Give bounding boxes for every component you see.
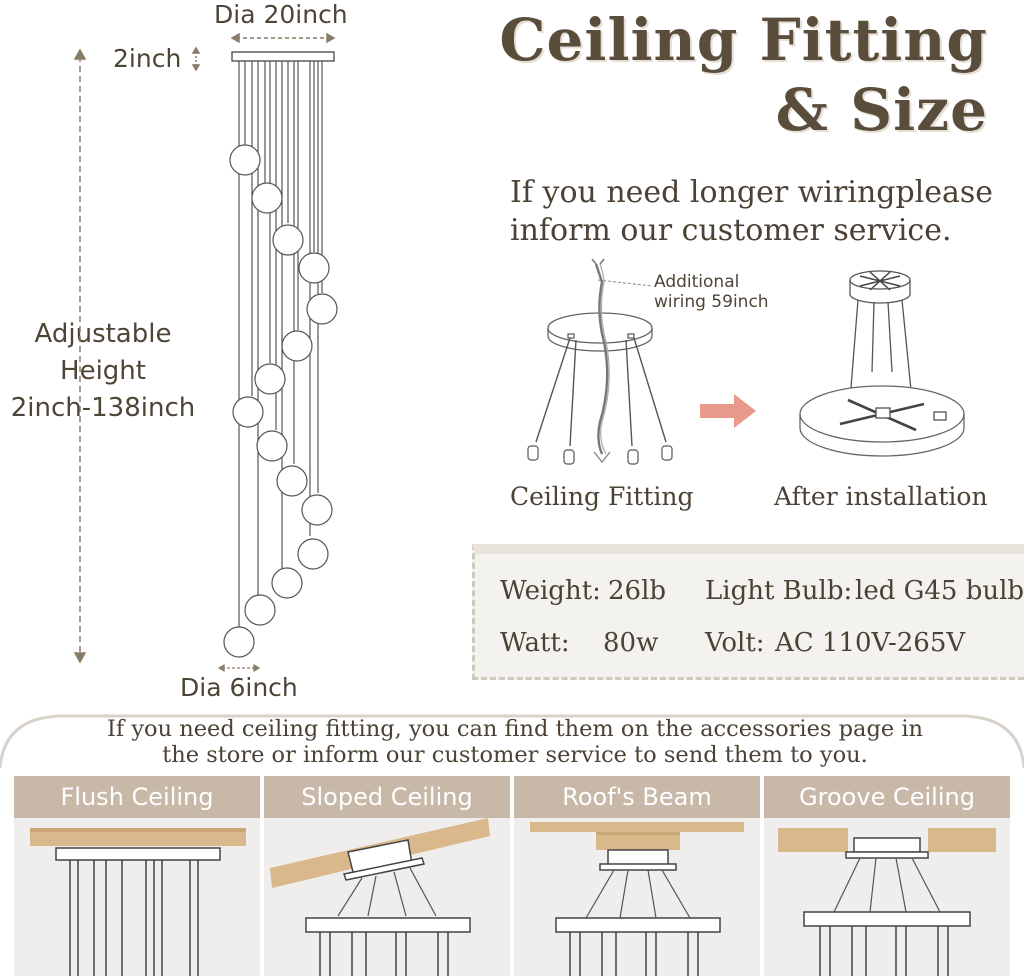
longer-wiring-notice: If you need longer wiringplease inform o…: [510, 175, 994, 248]
sloped-ceiling-illustration: [270, 818, 490, 976]
adjustable-height-line3: 2inch-138inch: [10, 393, 196, 423]
volt-value: AC 110V-265V: [775, 628, 966, 658]
chandelier-diagram: [73, 32, 338, 673]
watt-value: 80w: [603, 628, 659, 658]
ceiling-fitting-diagram: [527, 258, 673, 465]
card-groove-ceiling: Groove Ceiling: [764, 776, 1010, 976]
watt-label: Watt:: [500, 628, 570, 658]
card-flush-ceiling-label: Flush Ceiling: [14, 776, 260, 818]
canopy-diameter-label: Dia 20inch: [214, 0, 348, 29]
canopy-height-label: 2inch: [113, 44, 182, 73]
canopy-height-arrow: [191, 46, 201, 72]
card-roofs-beam: Roof's Beam: [514, 776, 760, 976]
adjustable-height-label: Adjustable Height 2inch-138inch: [8, 316, 198, 427]
ceiling-fitting-caption: Ceiling Fitting: [510, 482, 694, 511]
adjustable-height-line2: Height: [60, 356, 146, 386]
card-sloped-ceiling-label: Sloped Ceiling: [264, 776, 510, 818]
bulb-label: Light Bulb:: [705, 576, 853, 606]
specifications-box: Weight: 26lb Light Bulb: led G45 bulb Wa…: [472, 544, 1024, 680]
globe-width-arrow: [217, 663, 261, 673]
accessories-note-line1: If you need ceiling fitting, you can fin…: [106, 716, 924, 742]
accessories-note-line2: the store or inform our customer service…: [162, 742, 868, 768]
additional-wiring-line1: Additional: [654, 272, 740, 292]
glass-globes: [223, 144, 338, 658]
additional-wiring-line2: wiring 59inch: [654, 292, 769, 312]
pendant-cords: [238, 61, 323, 630]
after-installation-diagram: [799, 270, 965, 457]
card-flush-ceiling: Flush Ceiling: [14, 776, 260, 976]
weight-value: 26lb: [608, 576, 667, 606]
flush-ceiling-illustration: [30, 828, 246, 976]
height-arrow: [73, 48, 87, 664]
card-sloped-ceiling: Sloped Ceiling: [264, 776, 510, 976]
card-roofs-beam-label: Roof's Beam: [514, 776, 760, 818]
additional-wiring-label: Additional wiring 59inch: [654, 272, 769, 312]
page-title: Ceiling Fitting: [499, 6, 988, 74]
bulb-value: led G45 bulb: [855, 576, 1024, 606]
canopy: [231, 51, 335, 62]
globe-diameter-label: Dia 6inch: [180, 673, 298, 702]
page-subtitle: & Size: [775, 76, 988, 144]
volt-label: Volt:: [705, 628, 765, 658]
weight-label: Weight:: [500, 576, 601, 606]
arrow-right-icon: [700, 394, 756, 428]
groove-ceiling-illustration: [778, 828, 996, 976]
after-installation-caption: After installation: [774, 482, 988, 511]
accessories-note: If you need ceiling fitting, you can fin…: [60, 716, 970, 768]
card-groove-ceiling-label: Groove Ceiling: [764, 776, 1010, 818]
bottom-section-frame: [0, 714, 1024, 769]
canopy-width-arrow: [230, 32, 336, 44]
adjustable-height-line1: Adjustable: [34, 319, 172, 349]
roofs-beam-illustration: [530, 822, 744, 976]
